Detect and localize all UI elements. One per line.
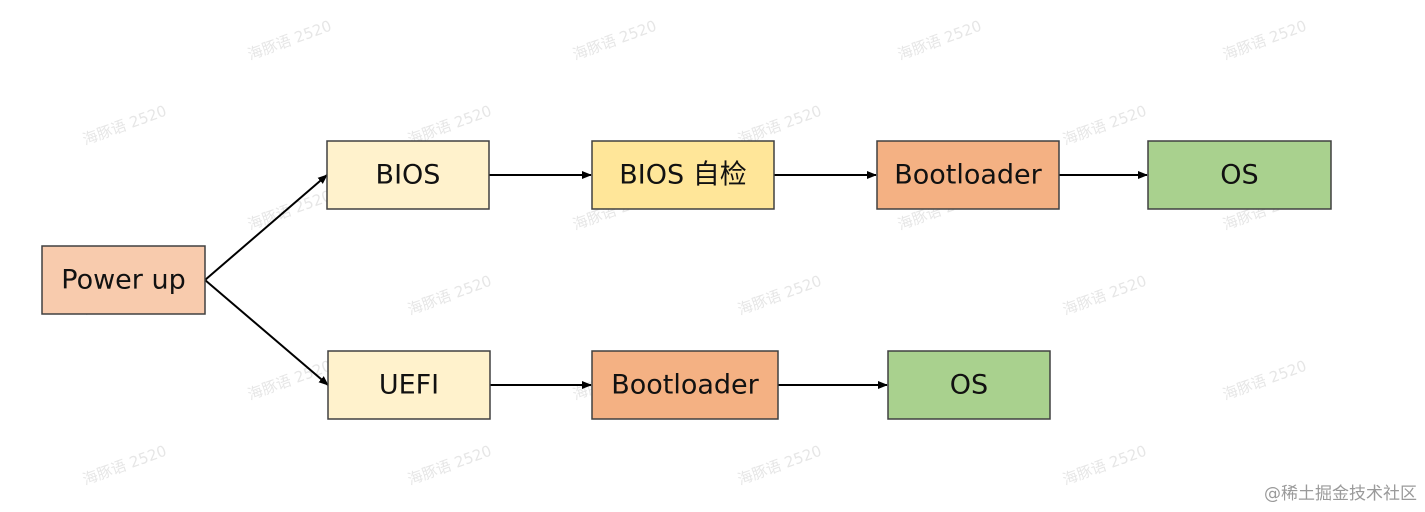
watermark: 海豚语 2520 [1060, 442, 1149, 489]
arrow-power-up-to-uefi [204, 279, 329, 386]
node-box [1147, 140, 1332, 210]
watermark: 海豚语 2520 [735, 272, 824, 319]
watermark: 海豚语 2520 [80, 102, 169, 149]
node-label: BIOS 自检 [619, 160, 746, 191]
watermark: 海豚语 2520 [405, 272, 494, 319]
node-label: Power up [61, 265, 185, 296]
watermark: 海豚语 2520 [1060, 102, 1149, 149]
node-bootloader-top: Bootloader [876, 140, 1060, 210]
watermark: 海豚语 2520 [245, 187, 334, 234]
node-power-up: Power up [41, 245, 206, 315]
watermark: 海豚语 2520 [245, 357, 334, 404]
node-box [591, 140, 775, 210]
node-box [887, 350, 1051, 420]
watermark: 海豚语 2520 [1220, 17, 1309, 64]
watermark: 海豚语 2520 [1220, 357, 1309, 404]
node-bootloader-bottom: Bootloader [591, 350, 779, 420]
watermark: 海豚语 2520 [1060, 272, 1149, 319]
node-bios-post: BIOS 自检 [591, 140, 775, 210]
node-uefi: UEFI [327, 350, 491, 420]
watermark: 海豚语 2520 [570, 17, 659, 64]
node-label: UEFI [379, 370, 439, 401]
node-os-bottom: OS [887, 350, 1051, 420]
node-label: OS [950, 370, 988, 401]
node-box [41, 245, 206, 315]
node-box [327, 350, 491, 420]
watermark: 海豚语 2520 [245, 17, 334, 64]
node-label: OS [1220, 160, 1258, 191]
credit-text: @稀土掘金技术社区 [1264, 484, 1417, 504]
watermark: 海豚语 2520 [405, 442, 494, 489]
watermark: 海豚语 2520 [735, 442, 824, 489]
node-label: BIOS [376, 160, 441, 191]
node-box [326, 140, 490, 210]
node-os-top: OS [1147, 140, 1332, 210]
node-label: Bootloader [894, 160, 1042, 191]
arrow-power-up-to-bios [204, 174, 328, 281]
connectors [204, 171, 1148, 389]
node-box [591, 350, 779, 420]
node-label: Bootloader [611, 370, 759, 401]
node-box [876, 140, 1060, 210]
node-bios: BIOS [326, 140, 490, 210]
watermark: 海豚语 2520 [895, 17, 984, 64]
watermark: 海豚语 2520 [80, 442, 169, 489]
